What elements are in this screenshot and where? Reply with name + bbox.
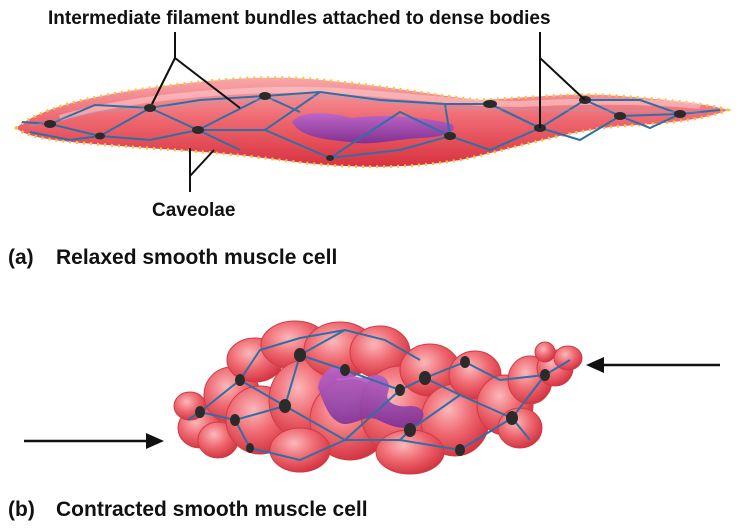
caption-contracted-text: Contracted smooth muscle cell — [56, 498, 368, 521]
caption-relaxed-tag: (a) — [8, 246, 34, 269]
caption-contracted: (b) Contracted smooth muscle cell — [8, 498, 368, 522]
caption-relaxed-text: Relaxed smooth muscle cell — [56, 246, 338, 269]
relaxed-dense-bodies — [44, 92, 686, 161]
relaxed-leader-lines — [151, 32, 586, 192]
contracted-dense-bodies — [195, 348, 550, 456]
contracted-nucleus — [318, 366, 424, 428]
relaxed-cell — [13, 32, 733, 192]
intermediate-filaments-label: Intermediate filament bundles attached t… — [48, 8, 551, 29]
caption-relaxed: (a) Relaxed smooth muscle cell — [8, 246, 337, 270]
caveolae-label: Caveolae — [152, 200, 236, 221]
relaxed-nucleus — [292, 113, 454, 144]
contraction-arrows — [24, 357, 720, 449]
contracted-cell — [24, 320, 720, 475]
caption-contracted-tag: (b) — [8, 498, 35, 521]
